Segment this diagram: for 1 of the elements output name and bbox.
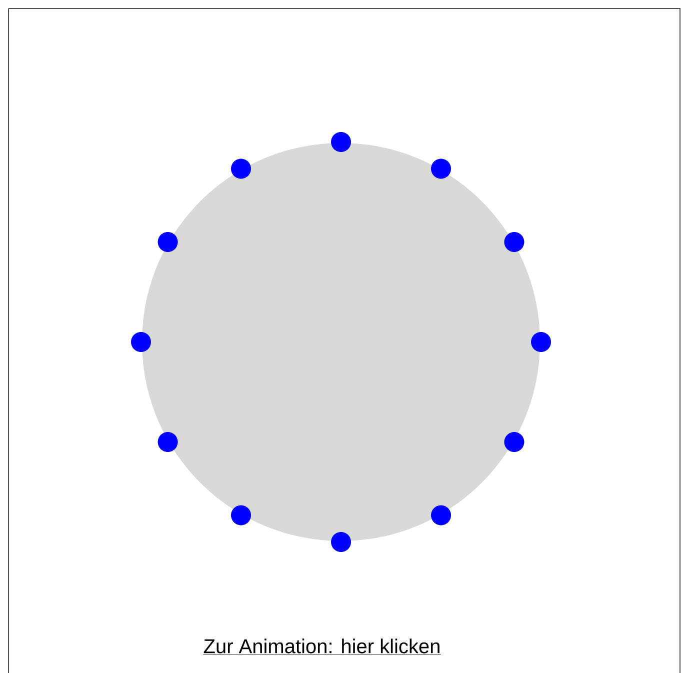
link: Zur Animation: hier klicken (203, 638, 441, 655)
